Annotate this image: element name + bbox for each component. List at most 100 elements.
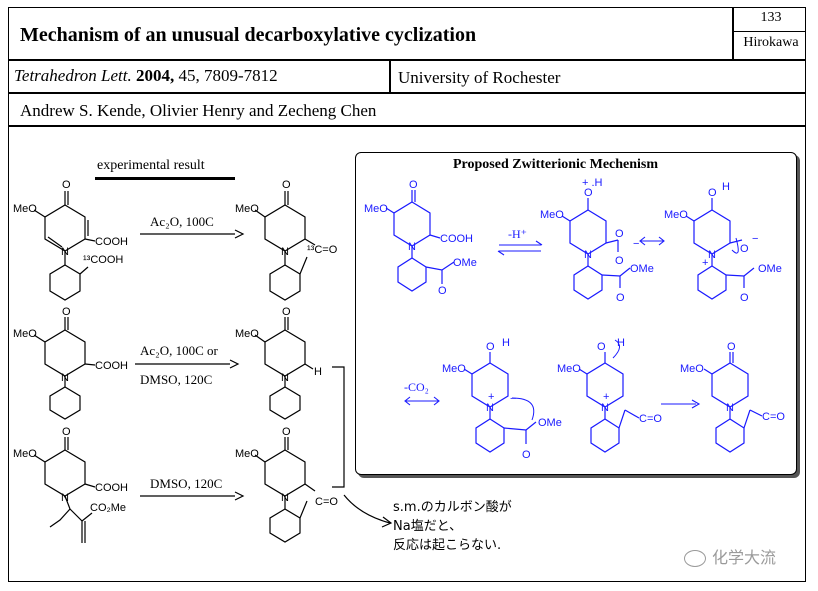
resonance-arrow: [404, 396, 440, 406]
reaction3-arrow: [140, 491, 245, 501]
divider: [8, 59, 806, 61]
atom-OMe: OMe: [630, 263, 654, 275]
atom-plus: +: [603, 391, 609, 403]
molecule-p1: O MeO N ¹³C=O: [235, 179, 338, 301]
atom-MeO: MeO: [680, 363, 704, 375]
atom-O: O: [584, 187, 593, 199]
atom-N: N: [408, 241, 416, 253]
reaction3-conditions: DMSO, 120C: [150, 476, 223, 491]
charge-plus-H: + .H: [582, 177, 603, 189]
molecule-p2: O MeO N H: [235, 306, 322, 420]
atom-MeO: MeO: [557, 363, 581, 375]
atom-O: O: [740, 292, 749, 304]
experimental-label: experimental result: [97, 158, 205, 173]
atom-N: N: [281, 372, 289, 384]
divider: [732, 31, 806, 32]
page-title: Mechanism of an unusual decarboxylative …: [20, 24, 477, 46]
atom-N: N: [281, 492, 289, 504]
reaction1-arrow: [140, 229, 245, 239]
atom-O: O: [597, 341, 606, 353]
molecule-sm2: O MeO N COOH: [13, 306, 128, 420]
atom-N: N: [281, 246, 289, 258]
note-line: 反応は起こらない.: [393, 538, 502, 553]
mechanism-box: [355, 152, 797, 475]
mechanism-step1-label: -H⁺: [508, 227, 527, 241]
atom-N: N: [708, 249, 716, 261]
experimental-underline: [95, 177, 235, 180]
atom-O: O: [615, 228, 624, 240]
slide-frame: [8, 7, 806, 582]
note-line: s.m.のカルボン酸が: [393, 500, 512, 515]
divider: [8, 125, 806, 127]
atom-H: H: [502, 337, 510, 349]
atom-CO: C=O: [639, 413, 662, 425]
reaction2-conditions-bottom: DMSO, 120C: [140, 372, 213, 387]
atom-minus: −: [510, 393, 516, 405]
atom-MeO: MeO: [235, 203, 259, 215]
divider: [8, 92, 806, 94]
atom-H: H: [617, 337, 625, 349]
atom-N: N: [61, 246, 69, 258]
atom-N: N: [61, 372, 69, 384]
bracket-arrow: [332, 366, 393, 528]
atom-CO: C=O: [315, 496, 338, 508]
resonance-arrow: [639, 236, 665, 246]
mechanism-molecule-2: O + .H MeO N O O − OMe O: [540, 177, 654, 304]
atom-CO: C=O: [762, 411, 785, 423]
atom-OMe: OMe: [453, 257, 477, 269]
atom-COOH: COOH: [95, 360, 128, 372]
reaction1-conditions: Ac₂O, 100C: [150, 214, 214, 229]
atom-O: O: [616, 292, 625, 304]
atom-minus: −: [633, 238, 639, 250]
note-line: Na塩だと、: [393, 519, 463, 534]
mechanism-step2-label: -CO₂: [404, 380, 429, 394]
atom-O: O: [282, 306, 291, 318]
atom-H: H: [722, 181, 730, 193]
mechanism-molecule-1: O MeO N COOH OMe O: [364, 179, 477, 297]
equilibrium-arrow-1: [497, 240, 543, 256]
atom-MeO: MeO: [364, 203, 388, 215]
atom-MeO: MeO: [442, 363, 466, 375]
atom-MeO: MeO: [540, 209, 564, 221]
atom-O: O: [409, 179, 418, 191]
atom-MeO: MeO: [235, 328, 259, 340]
atom-MeO: MeO: [664, 209, 688, 221]
wechat-icon: [684, 550, 706, 567]
mechanism-molecule-4: O H MeO N + − OMe O: [442, 337, 562, 461]
atom-MeO: MeO: [235, 448, 259, 460]
atom-CO2Me: CO₂Me: [90, 502, 126, 514]
atom-13CO: ¹³C=O: [307, 244, 338, 256]
mechanism-molecule-3: O H MeO N + O − OMe O: [664, 181, 782, 304]
mechanism-molecule-5: O H MeO N + C=O: [557, 337, 662, 453]
atom-MeO: MeO: [13, 203, 37, 215]
authors: Andrew S. Kende, Olivier Henry and Zeche…: [20, 101, 377, 120]
atom-OMe: OMe: [538, 417, 562, 429]
atom-O: O: [486, 341, 495, 353]
note-text: s.m.のカルボン酸が Na塩だと、 反応は起こらない.: [393, 498, 512, 555]
watermark: 化学大流: [684, 544, 776, 568]
atom-N: N: [601, 402, 609, 414]
mechanism-molecule-6: O MeO N C=O: [680, 341, 785, 453]
reaction2-arrow: [135, 359, 240, 369]
atom-O: O: [740, 243, 749, 255]
mechanism-forward-arrow: [661, 399, 701, 409]
atom-O: O: [727, 341, 736, 353]
atom-O: O: [615, 255, 624, 267]
atom-MeO: MeO: [13, 448, 37, 460]
atom-O: O: [62, 426, 71, 438]
lab-name: Hirokawa: [743, 35, 799, 50]
atom-N: N: [584, 249, 592, 261]
atom-O: O: [708, 187, 717, 199]
atom-N: N: [61, 492, 69, 504]
atom-OMe: OMe: [758, 263, 782, 275]
atom-plus: +: [702, 257, 708, 269]
atom-COOH: COOH: [95, 236, 128, 248]
atom-plus: +: [488, 391, 494, 403]
atom-O: O: [62, 306, 71, 318]
atom-O: O: [522, 449, 531, 461]
atom-H: H: [314, 366, 322, 378]
molecule-sm1: O MeO N COOH ¹³COOH: [13, 179, 128, 301]
atom-O: O: [282, 426, 291, 438]
atom-N: N: [726, 402, 734, 414]
reaction2-conditions-top: Ac₂O, 100C or: [140, 343, 218, 358]
